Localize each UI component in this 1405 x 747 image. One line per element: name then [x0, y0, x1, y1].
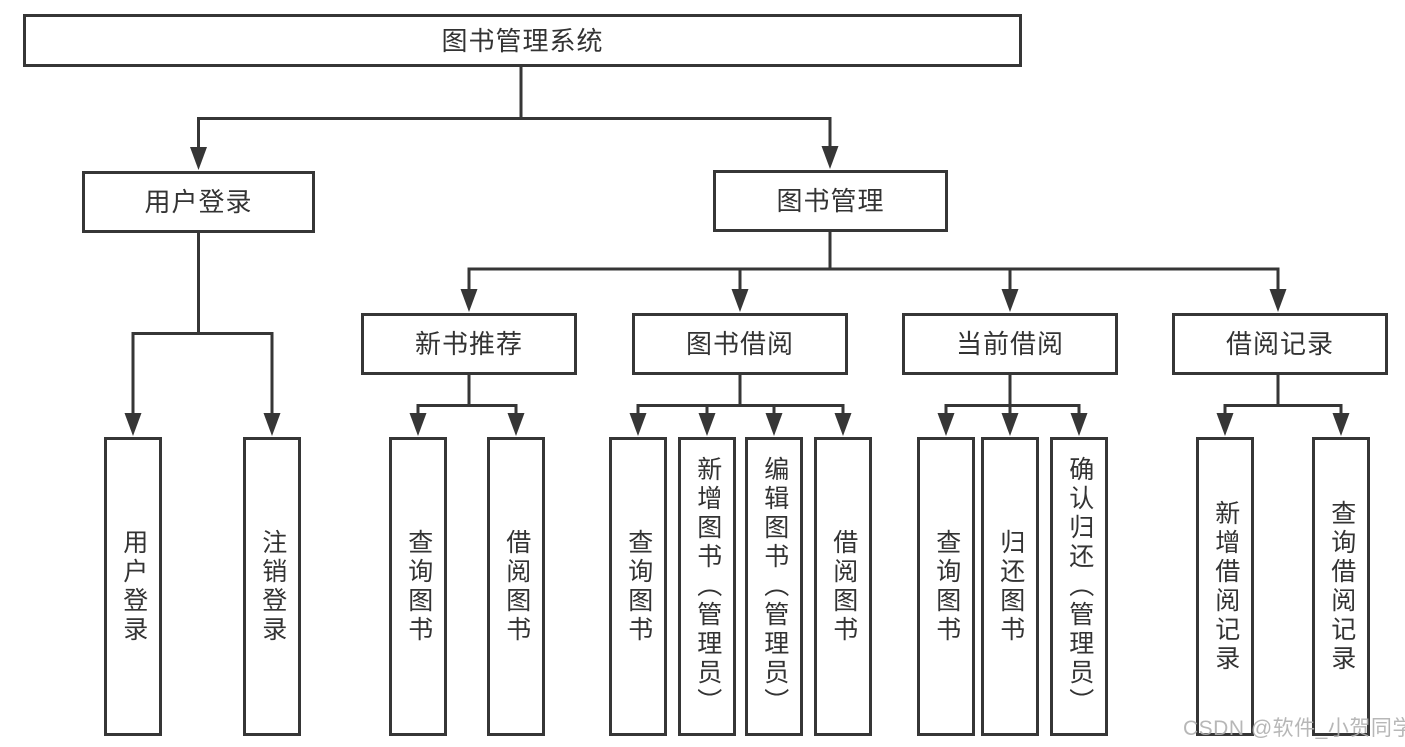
- node-user-login: 用户登录: [82, 171, 315, 233]
- node-current-borrowing: 当前借阅: [902, 313, 1118, 375]
- node-book-borrowing: 图书借阅: [632, 313, 848, 375]
- leaf-edit-books-admin: 编辑图书（管理员）: [745, 437, 803, 736]
- node-new-book-recommend-label: 新书推荐: [414, 329, 523, 359]
- leaf-add-books-admin-label: 新增图书（管理员）: [693, 456, 722, 717]
- leaf-search-borrow-record: 查询借阅记录: [1312, 437, 1370, 736]
- leaf-search-books-current-label: 查询图书: [932, 528, 961, 645]
- csdn-watermark: CSDN @软件_小贺同学: [1183, 717, 1405, 740]
- node-borrowing-records: 借阅记录: [1172, 313, 1388, 375]
- node-new-book-recommend: 新书推荐: [361, 313, 577, 375]
- leaf-add-books-admin: 新增图书（管理员）: [678, 437, 736, 736]
- leaf-borrow-books-label: 借阅图书: [829, 528, 858, 645]
- arrowheads: [124, 146, 1350, 436]
- leaf-add-borrow-record-label: 新增借阅记录: [1211, 499, 1240, 674]
- node-library-system-label: 图书管理系统: [441, 25, 604, 56]
- leaf-search-books-current: 查询图书: [917, 437, 975, 736]
- node-current-borrowing-label: 当前借阅: [955, 329, 1064, 359]
- node-user-login-label: 用户登录: [144, 187, 253, 217]
- leaf-borrow-books-recommend-label: 借阅图书: [502, 528, 531, 645]
- leaf-edit-books-admin-label: 编辑图书（管理员）: [760, 456, 789, 717]
- leaf-logout-label: 注销登录: [258, 528, 287, 645]
- leaf-return-books-label: 归还图书: [996, 528, 1025, 645]
- leaf-logout: 注销登录: [243, 437, 301, 736]
- leaf-search-books-borrowing-label: 查询图书: [624, 528, 653, 645]
- node-book-management-label: 图书管理: [776, 186, 885, 216]
- leaf-borrow-books-recommend: 借阅图书: [487, 437, 545, 736]
- leaf-confirm-return-admin-label: 确认归还（管理员）: [1065, 456, 1094, 717]
- node-book-management: 图书管理: [713, 170, 948, 232]
- node-library-system: 图书管理系统: [23, 14, 1022, 67]
- leaf-add-borrow-record: 新增借阅记录: [1196, 437, 1254, 736]
- leaf-user-login: 用户登录: [104, 437, 162, 736]
- node-book-borrowing-label: 图书借阅: [685, 329, 794, 359]
- leaf-search-books-borrowing: 查询图书: [609, 437, 667, 736]
- leaf-return-books: 归还图书: [981, 437, 1039, 736]
- leaf-user-login-label: 用户登录: [119, 528, 148, 645]
- leaf-search-borrow-record-label: 查询借阅记录: [1327, 499, 1356, 674]
- leaf-borrow-books: 借阅图书: [814, 437, 872, 736]
- node-borrowing-records-label: 借阅记录: [1225, 329, 1334, 359]
- leaf-search-books-recommend-label: 查询图书: [404, 528, 433, 645]
- leaf-search-books-recommend: 查询图书: [389, 437, 447, 736]
- leaf-confirm-return-admin: 确认归还（管理员）: [1050, 437, 1108, 736]
